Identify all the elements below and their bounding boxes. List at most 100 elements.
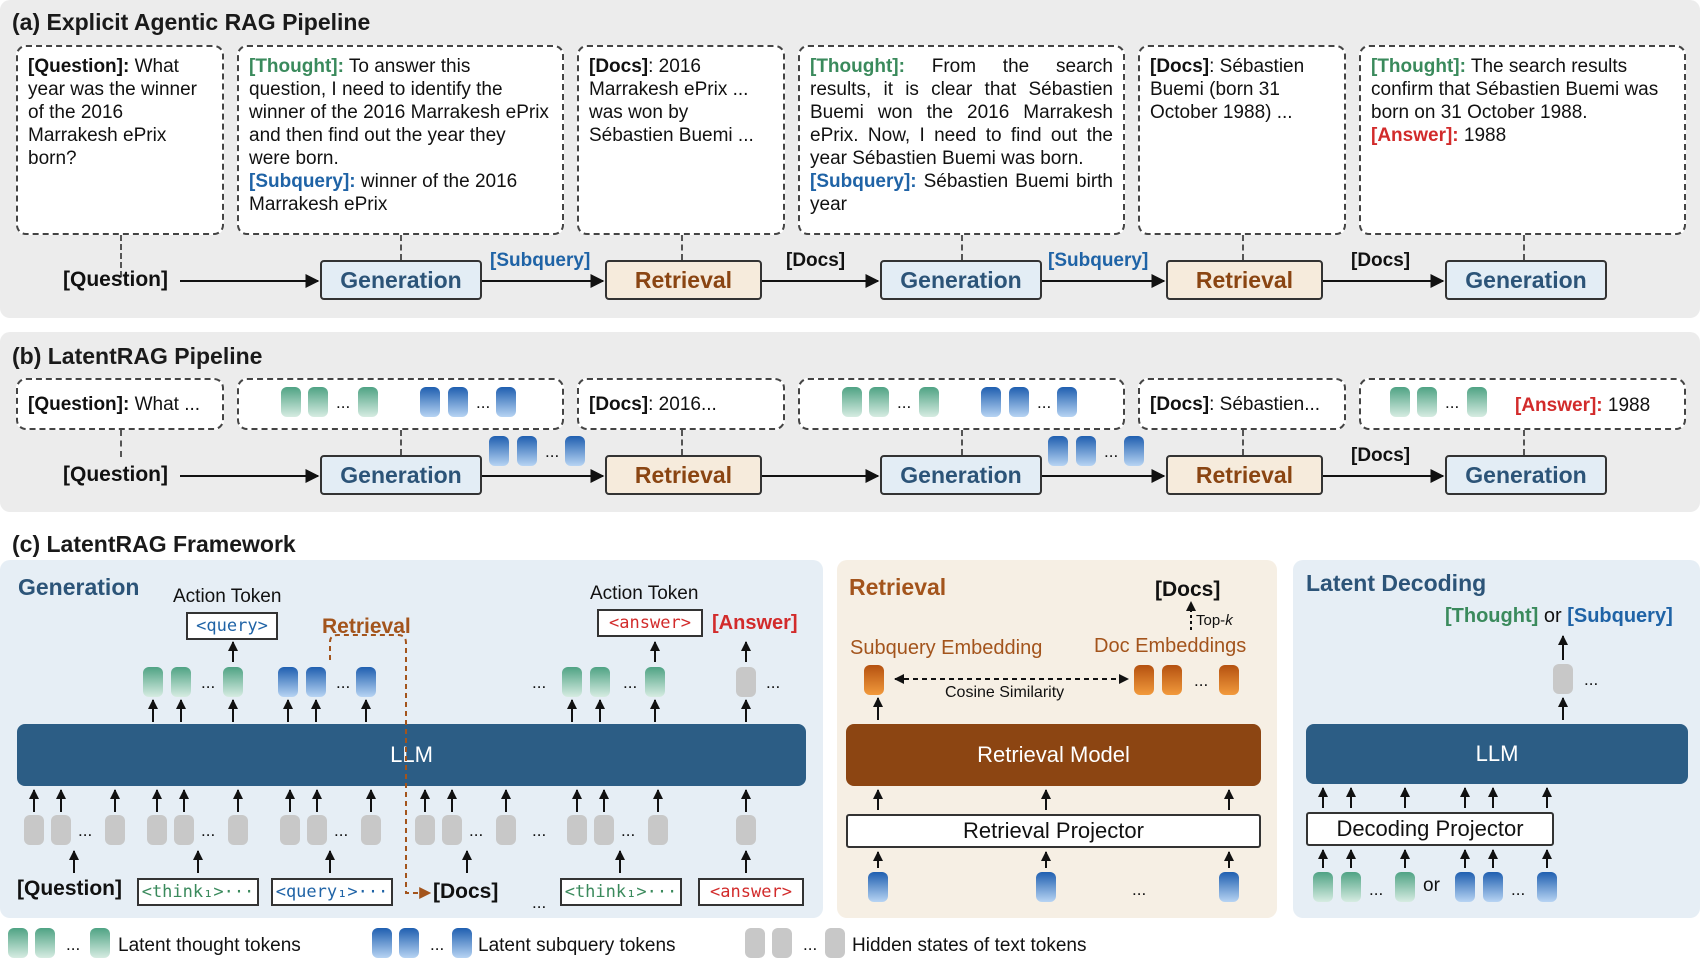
latent-subquery-token xyxy=(1124,436,1144,466)
ellipsis: ... xyxy=(621,821,636,840)
latent-thought-token xyxy=(1417,387,1437,417)
latent-subquery-token xyxy=(981,387,1001,417)
legend-hidden: Hidden states of text tokens xyxy=(852,935,1087,956)
c-action-token-1: Action Token xyxy=(173,586,282,607)
latent-thought-token xyxy=(1313,872,1333,902)
legend-subquery: Latent subquery tokens xyxy=(478,935,676,956)
ellipsis: ... xyxy=(766,673,781,692)
latent-subquery-token xyxy=(420,387,440,417)
panel-c-title: (c) LatentRAG Framework xyxy=(12,531,296,557)
legend-hidden-token xyxy=(772,928,792,958)
doc-embedding-token xyxy=(1162,665,1182,695)
a-box-thought-1: [Thought]: To answer this question, I ne… xyxy=(237,45,564,235)
c-query-token: <query> xyxy=(186,612,278,640)
latent-subquery-token xyxy=(868,872,888,902)
ellipsis: ... xyxy=(803,935,818,954)
ellipsis: ... xyxy=(1369,880,1384,899)
ellipsis: ... xyxy=(334,821,349,840)
a-box-docs-1: [Docs]: 2016 Marrakesh ePrix ... was won… xyxy=(577,45,785,235)
ellipsis: ... xyxy=(469,821,484,840)
c-doc-embeddings: Doc Embeddings xyxy=(1094,635,1247,657)
legend-hidden-token xyxy=(825,928,845,958)
c-decoding-output: [Thought] or [Subquery] xyxy=(1445,605,1673,627)
b-question-label: [Question] xyxy=(63,463,168,486)
a-question-label: [Question] xyxy=(63,268,168,291)
ellipsis: ... xyxy=(476,393,491,412)
latent-thought-token xyxy=(171,667,191,697)
c-retrieval-label: Retrieval xyxy=(322,615,411,638)
latent-thought-token xyxy=(281,387,301,417)
b-node-generation-3: Generation xyxy=(1445,455,1607,495)
latent-subquery-token xyxy=(1537,872,1557,902)
c-subquery-embedding: Subquery Embedding xyxy=(850,637,1043,659)
ellipsis: ... xyxy=(1194,671,1209,690)
latent-thought-token xyxy=(869,387,889,417)
subquery-embedding-token xyxy=(864,665,884,695)
c-retrieval-docs: [Docs] xyxy=(1155,578,1221,601)
ellipsis: ... xyxy=(336,393,351,412)
hidden-state-token xyxy=(147,815,167,845)
a-box-question: [Question]: What year was the winner of … xyxy=(16,45,224,235)
a-box-thought-3: [Thought]: The search results confirm th… xyxy=(1359,45,1686,235)
latent-subquery-token xyxy=(1219,872,1239,902)
a-edge-subquery-2: [Subquery] xyxy=(1048,250,1149,271)
latent-subquery-token xyxy=(489,436,509,466)
c-think-input-2: <think₁>··· xyxy=(560,878,682,906)
hidden-state-token xyxy=(594,815,614,845)
c-generation-title: Generation xyxy=(18,574,140,600)
b-box-answer xyxy=(1359,378,1686,430)
latent-thought-token xyxy=(842,387,862,417)
latent-subquery-token xyxy=(1057,387,1077,417)
legend-hidden-token xyxy=(745,928,765,958)
a-box-thought-2: [Thought]: From the search results, it i… xyxy=(798,45,1125,235)
hidden-state-token xyxy=(1553,664,1573,694)
latent-subquery-token xyxy=(1483,872,1503,902)
c-action-token-2: Action Token xyxy=(590,583,699,604)
c-cosine-similarity: Cosine Similarity xyxy=(945,684,1065,701)
latent-thought-token xyxy=(590,667,610,697)
hidden-state-token xyxy=(415,815,435,845)
c-decoding-projector: Decoding Projector xyxy=(1306,812,1554,846)
ellipsis: ... xyxy=(336,673,351,692)
panel-b-title: (b) LatentRAG Pipeline xyxy=(12,343,263,369)
legend-subquery-token xyxy=(372,928,392,958)
latent-thought-token xyxy=(308,387,328,417)
ellipsis: ... xyxy=(78,821,93,840)
c-think-input-1: <think₁>··· xyxy=(137,878,259,906)
latent-subquery-token xyxy=(1009,387,1029,417)
hidden-state-token xyxy=(648,815,668,845)
latent-thought-token xyxy=(1467,387,1487,417)
b-box-question: [Question]: What ... xyxy=(16,378,224,430)
latent-subquery-token xyxy=(278,667,298,697)
c-question-input: [Question] xyxy=(17,877,122,900)
c-answer-label: [Answer] xyxy=(712,612,798,634)
latent-thought-token xyxy=(358,387,378,417)
hidden-state-token xyxy=(307,815,327,845)
ellipsis: ... xyxy=(1104,442,1119,461)
a-node-retrieval-1: Retrieval xyxy=(605,260,762,300)
latent-thought-token xyxy=(1395,872,1415,902)
c-retrieval-projector: Retrieval Projector xyxy=(846,814,1261,848)
latent-subquery-token xyxy=(448,387,468,417)
ellipsis: ... xyxy=(201,821,216,840)
hidden-state-token xyxy=(174,815,194,845)
b-node-retrieval-2: Retrieval xyxy=(1166,455,1323,495)
ellipsis: ... xyxy=(545,442,560,461)
hidden-state-token xyxy=(442,815,462,845)
c-decoding-or: or xyxy=(1423,875,1440,896)
a-box-docs-2: [Docs]: Sébastien Buemi (born 31 October… xyxy=(1138,45,1346,235)
c-llm-bar: LLM xyxy=(17,724,806,786)
latent-subquery-token xyxy=(517,436,537,466)
hidden-state-token xyxy=(567,815,587,845)
latent-subquery-token xyxy=(1076,436,1096,466)
ellipsis: ... xyxy=(1037,393,1052,412)
c-retrieval-model-bar: Retrieval Model xyxy=(846,724,1261,786)
latent-thought-token xyxy=(562,667,582,697)
latent-subquery-token xyxy=(496,387,516,417)
latent-thought-token xyxy=(143,667,163,697)
doc-embedding-token xyxy=(1219,665,1239,695)
ellipsis: ... xyxy=(623,673,638,692)
hidden-state-token xyxy=(51,815,71,845)
b-edge-docs: [Docs] xyxy=(1351,445,1411,466)
legend-subquery-token xyxy=(452,928,472,958)
